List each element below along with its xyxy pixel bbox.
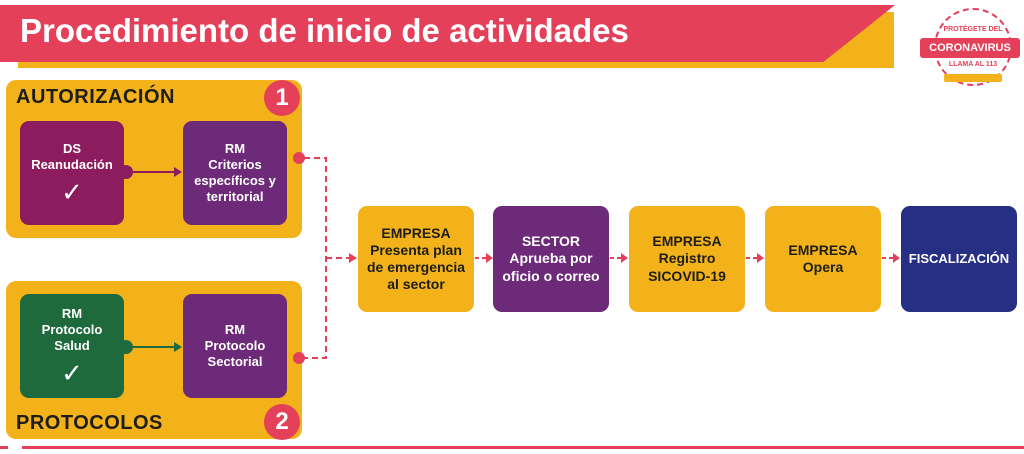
rm-protocolo-salud-box: RM Protocolo Salud ✓	[20, 294, 124, 398]
badge-top-text: PROTÉGETE DEL	[943, 26, 1003, 33]
ds-reanudacion-box: DS Reanudación ✓	[20, 121, 124, 225]
flow-text: Registro SICOVID-19	[648, 250, 726, 284]
footer-divider	[0, 446, 1024, 449]
connector-dot	[293, 352, 305, 364]
box-line: RM	[61, 306, 83, 322]
box-line: Salud	[54, 337, 90, 353]
badge-main-text: CORONAVIRUS	[920, 38, 1020, 58]
arrow-connector	[128, 342, 182, 352]
arrow-connector	[882, 253, 900, 263]
connector-dot	[293, 152, 305, 164]
arrow-connector	[128, 167, 182, 177]
box-line: DS	[62, 141, 82, 157]
protocolos-label: PROTOCOLOS	[16, 412, 163, 434]
flow-step-empresa-registro: EMPRESA Registro SICOVID-19	[629, 206, 745, 312]
rm-protocolo-sectorial-box: RM Protocolo Sectorial	[183, 294, 287, 398]
box-line: Criterios	[208, 157, 262, 173]
badge-bottom-text: LLAMA AL 113	[948, 61, 998, 68]
page-title: Procedimiento de inicio de actividades	[20, 12, 629, 49]
footer-divider-gap	[8, 444, 22, 452]
box-line: RM	[224, 141, 246, 157]
title-banner	[0, 5, 895, 62]
flow-title: EMPRESA	[788, 241, 858, 258]
box-line: Sectorial	[207, 353, 263, 369]
arrow-connector	[475, 253, 493, 263]
merge-connector	[304, 157, 357, 359]
arrow-connector	[610, 253, 628, 263]
flow-text: Presenta plan de emergencia al sector	[366, 241, 466, 293]
connector-bubble	[119, 165, 133, 179]
flow-title: EMPRESA	[381, 224, 451, 241]
box-line: Protocolo	[204, 338, 266, 354]
step-number-2: 2	[264, 404, 300, 440]
check-icon: ✓	[61, 176, 83, 207]
rm-criterios-box: RM Criterios específicos y territorial	[183, 121, 287, 225]
flow-text: Opera	[802, 259, 844, 275]
autorizacion-label: AUTORIZACIÓN	[16, 86, 175, 108]
box-line: específicos y	[194, 173, 276, 188]
box-line: RM	[224, 322, 246, 338]
box-line: territorial	[206, 188, 264, 204]
flow-step-empresa-opera: EMPRESA Opera	[765, 206, 881, 312]
flow-text: Aprueba por oficio o correo	[502, 250, 600, 284]
box-line: Protocolo	[41, 322, 103, 338]
flow-title: FISCALIZACIÓN	[908, 251, 1010, 267]
connector-bubble	[119, 340, 133, 354]
badge-strip	[944, 74, 1002, 82]
flow-title: SECTOR	[521, 233, 581, 250]
check-icon: ✓	[61, 357, 83, 388]
flow-step-sector-aprueba: SECTOR Aprueba por oficio o correo	[493, 206, 609, 312]
step-number-1: 1	[264, 80, 300, 116]
flow-title: EMPRESA	[652, 233, 722, 250]
arrow-connector	[746, 253, 764, 263]
flow-step-empresa-presenta: EMPRESA Presenta plan de emergencia al s…	[358, 206, 474, 312]
box-line: Reanudación	[31, 157, 113, 172]
flow-step-fiscalizacion: FISCALIZACIÓN	[901, 206, 1017, 312]
